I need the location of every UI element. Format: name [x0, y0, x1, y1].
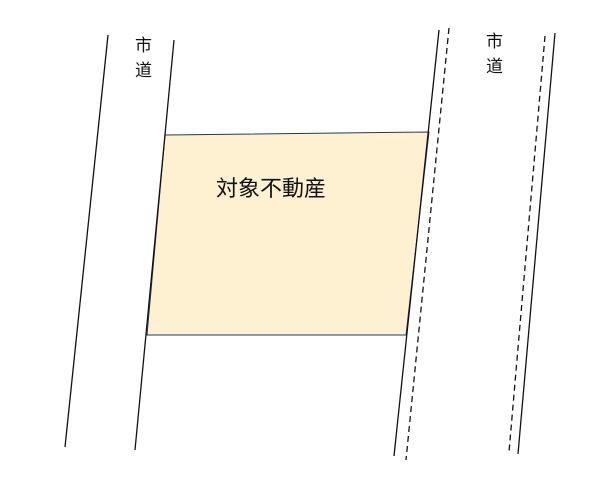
- left-road-label: 市道: [131, 36, 151, 86]
- right-road-far-edge: [517, 32, 556, 455]
- right-road-label: 市道: [482, 32, 502, 82]
- left-road-inner-edge: [134, 39, 175, 451]
- left-road-outer-edge: [64, 34, 109, 448]
- property-label: 対象不動産: [216, 177, 327, 202]
- right-road-far-dashed: [508, 35, 546, 453]
- property-parcel: [146, 131, 430, 336]
- right-road-boundary-dashed: [405, 27, 450, 461]
- right-road-left-edge: [393, 29, 440, 457]
